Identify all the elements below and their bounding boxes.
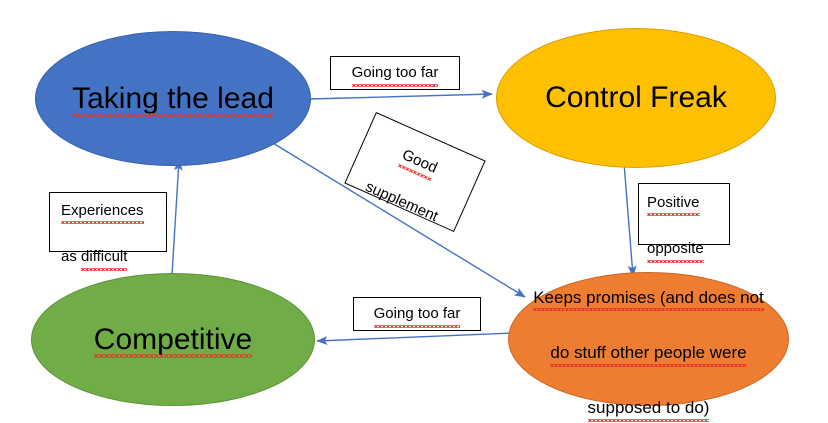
edge-label-experiences-as-difficult[interactable]: Experiences as difficult xyxy=(49,192,167,271)
keeps-promises-line-2: do stuff other people were xyxy=(550,339,747,367)
node-competitive[interactable]: Competitive xyxy=(31,273,315,406)
edge-label-going-too-far-bottom[interactable]: Going too far xyxy=(353,297,481,331)
node-keeps-promises-label: Keeps promises (and does not do stuff ot… xyxy=(527,256,770,422)
edge-label-positive-opposite[interactable]: Positive opposite xyxy=(638,183,730,263)
spellcheck-underline: Taking the lead xyxy=(72,79,274,119)
arrow-keeps-promises-to-competitive xyxy=(316,332,515,346)
edge-label-text: Experiences as difficult xyxy=(61,176,144,271)
experiences-line-2: as difficult xyxy=(61,245,128,271)
arrow-taking-the-lead-to-control-freak xyxy=(309,89,493,100)
positive-line-1: Positive xyxy=(647,191,700,217)
good-supplement-line-1: Good xyxy=(398,145,440,180)
node-control-freak-label: Control Freak xyxy=(545,81,727,115)
node-keeps-promises[interactable]: Keeps promises (and does not do stuff ot… xyxy=(508,272,789,422)
node-competitive-label: Competitive xyxy=(88,320,258,360)
edge-label-going-too-far-top[interactable]: Going too far xyxy=(330,56,460,90)
experiences-line-1: Experiences xyxy=(61,199,144,225)
node-taking-the-lead[interactable]: Taking the lead xyxy=(35,31,311,166)
node-control-freak[interactable]: Control Freak xyxy=(496,28,776,168)
keeps-promises-line-1: Keeps promises (and does not xyxy=(533,284,764,312)
node-taking-the-lead-label: Taking the lead xyxy=(66,79,280,119)
difficult-word: difficult xyxy=(81,245,128,271)
spellcheck-underline: Competitive xyxy=(93,320,253,360)
edge-label-text: Positive opposite xyxy=(647,168,704,263)
arrow-competitive-to-taking-the-lead xyxy=(171,159,183,276)
keeps-promises-line-3: supposed to do) xyxy=(587,394,709,422)
arrow-control-freak-to-keeps-promises xyxy=(623,162,637,277)
edge-label-text: Going too far xyxy=(351,61,438,87)
positive-line-2: opposite xyxy=(647,237,704,263)
arrow-taking-the-lead-to-keeps-promises xyxy=(267,139,526,298)
edge-label-text: Going too far xyxy=(373,302,460,328)
